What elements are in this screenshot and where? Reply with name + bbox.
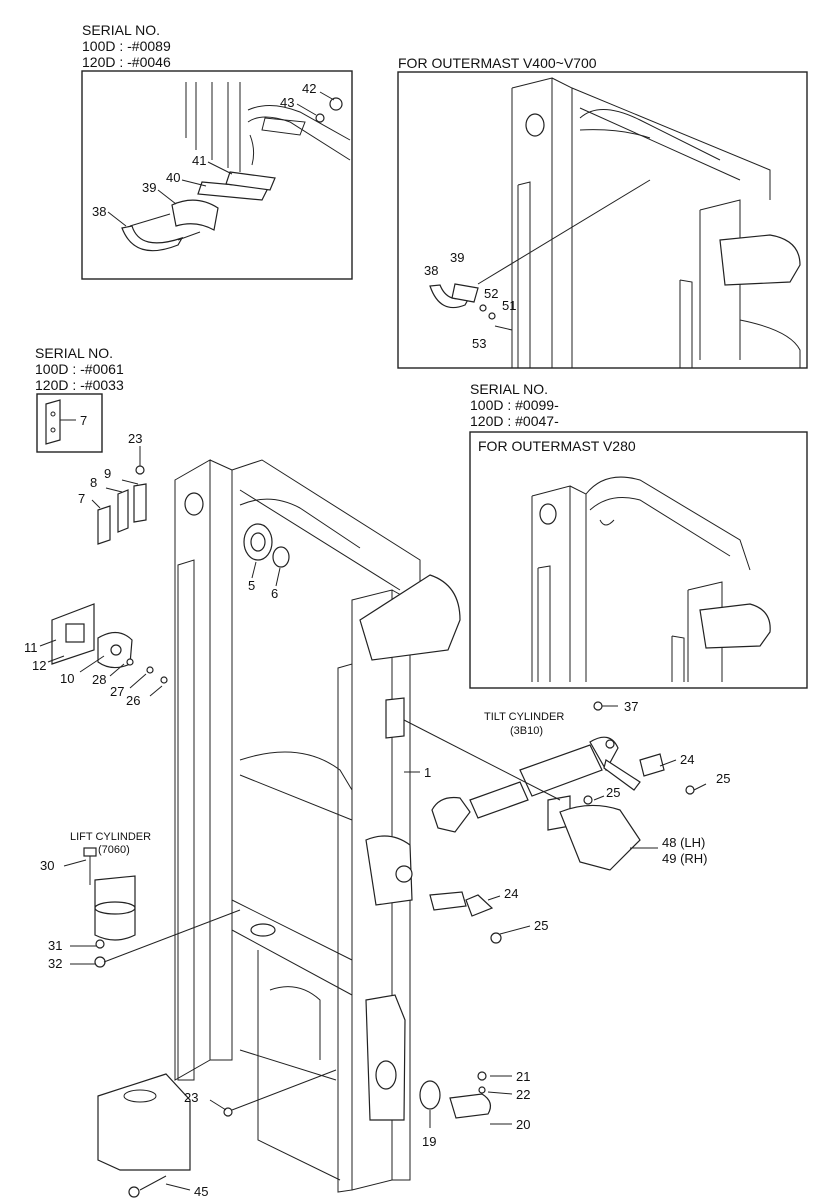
part-label-38: 38 [424, 263, 438, 278]
part-label-11: 11 [24, 640, 38, 655]
part-label-37: 37 [624, 699, 638, 714]
part-label-12: 12 [32, 658, 46, 673]
tilt-cylinder-code: (3B10) [510, 725, 543, 737]
part-label-49: 49 (RH) [662, 851, 708, 866]
lift-cylinder-label: LIFT CYLINDER [70, 831, 151, 843]
part-label-38: 38 [92, 204, 106, 219]
part-label-9: 9 [104, 466, 111, 481]
part-label-52: 52 [484, 286, 498, 301]
part-label-24: 24 [680, 752, 694, 767]
part-label-28: 28 [92, 672, 106, 687]
outermast-v280-drawing [531, 476, 771, 682]
leader-lines [39, 446, 707, 1191]
part-label-31: 31 [48, 938, 62, 953]
inset-frame [81, 70, 353, 280]
outermast-title: FOR OUTERMAST V280 [478, 438, 636, 454]
part-label-39: 39 [450, 250, 464, 265]
part-label-23: 23 [128, 431, 142, 446]
inset-left-small: SERIAL NO. 100D : -#0061 120D : -#0033 7 [35, 345, 124, 453]
serial-line-100d: 100D : -#0089 [82, 38, 171, 54]
lift-cylinder-code: (7060) [98, 844, 130, 856]
serial-title: SERIAL NO. [470, 381, 548, 397]
inset-frame [36, 393, 103, 453]
part-label-42: 42 [302, 81, 316, 96]
part-label-6: 6 [271, 586, 278, 601]
part-label-8: 8 [90, 475, 97, 490]
tilt-cylinder-label: TILT CYLINDER [484, 711, 564, 723]
part-label-25: 25 [606, 785, 620, 800]
part-label-39: 39 [142, 180, 156, 195]
part-label-21: 21 [516, 1069, 530, 1084]
part-label-7: 7 [78, 491, 85, 506]
serial-line-120d: 120D : -#0046 [82, 54, 171, 70]
serial-line-100d: 100D : #0099- [470, 397, 559, 413]
inset-right-mid: SERIAL NO. 100D : #0099- 120D : #0047- F… [469, 381, 808, 689]
inset-frame [469, 431, 808, 689]
outermast-title: FOR OUTERMAST V400~V700 [398, 55, 597, 71]
inset-top-left: SERIAL NO. 100D : -#0089 120D : -#0046 4… [81, 22, 353, 280]
part-label-25: 25 [716, 771, 730, 786]
main-mast-drawing [51, 459, 695, 1198]
part-label-23: 23 [184, 1090, 198, 1105]
part-label-5: 5 [248, 578, 255, 593]
part-label-30: 30 [40, 858, 54, 873]
part-label-53: 53 [472, 336, 486, 351]
part-label-45: 45 [194, 1184, 208, 1199]
part-label-25: 25 [534, 918, 548, 933]
serial-title: SERIAL NO. [35, 345, 113, 361]
part-label-41: 41 [192, 153, 206, 168]
part-label-20: 20 [516, 1117, 530, 1132]
serial-line-120d: 120D : #0047- [470, 413, 559, 429]
main-part-labels: 23 9 8 7 5 6 11 12 10 28 27 26 1 TILT CY… [24, 431, 730, 1199]
bracket-drawing [121, 82, 351, 252]
part-label-48: 48 (LH) [662, 835, 705, 850]
inset-frame [397, 71, 808, 369]
serial-line-120d: 120D : -#0033 [35, 377, 124, 393]
part-label-27: 27 [110, 684, 124, 699]
part-label-40: 40 [166, 170, 180, 185]
part-label-32: 32 [48, 956, 62, 971]
part-label-24: 24 [504, 886, 518, 901]
part-label-22: 22 [516, 1087, 530, 1102]
part-label-19: 19 [422, 1134, 436, 1149]
part-label-43: 43 [280, 95, 294, 110]
part-label-7: 7 [80, 413, 87, 428]
inset-top-right: FOR OUTERMAST V400~V700 38 39 52 51 53 [397, 55, 808, 369]
serial-title: SERIAL NO. [82, 22, 160, 38]
outermast-v400-drawing [429, 77, 801, 368]
part-label-1: 1 [424, 765, 431, 780]
part-label-26: 26 [126, 693, 140, 708]
part-label-51: 51 [502, 298, 516, 313]
serial-line-100d: 100D : -#0061 [35, 361, 124, 377]
part-label-10: 10 [60, 671, 74, 686]
